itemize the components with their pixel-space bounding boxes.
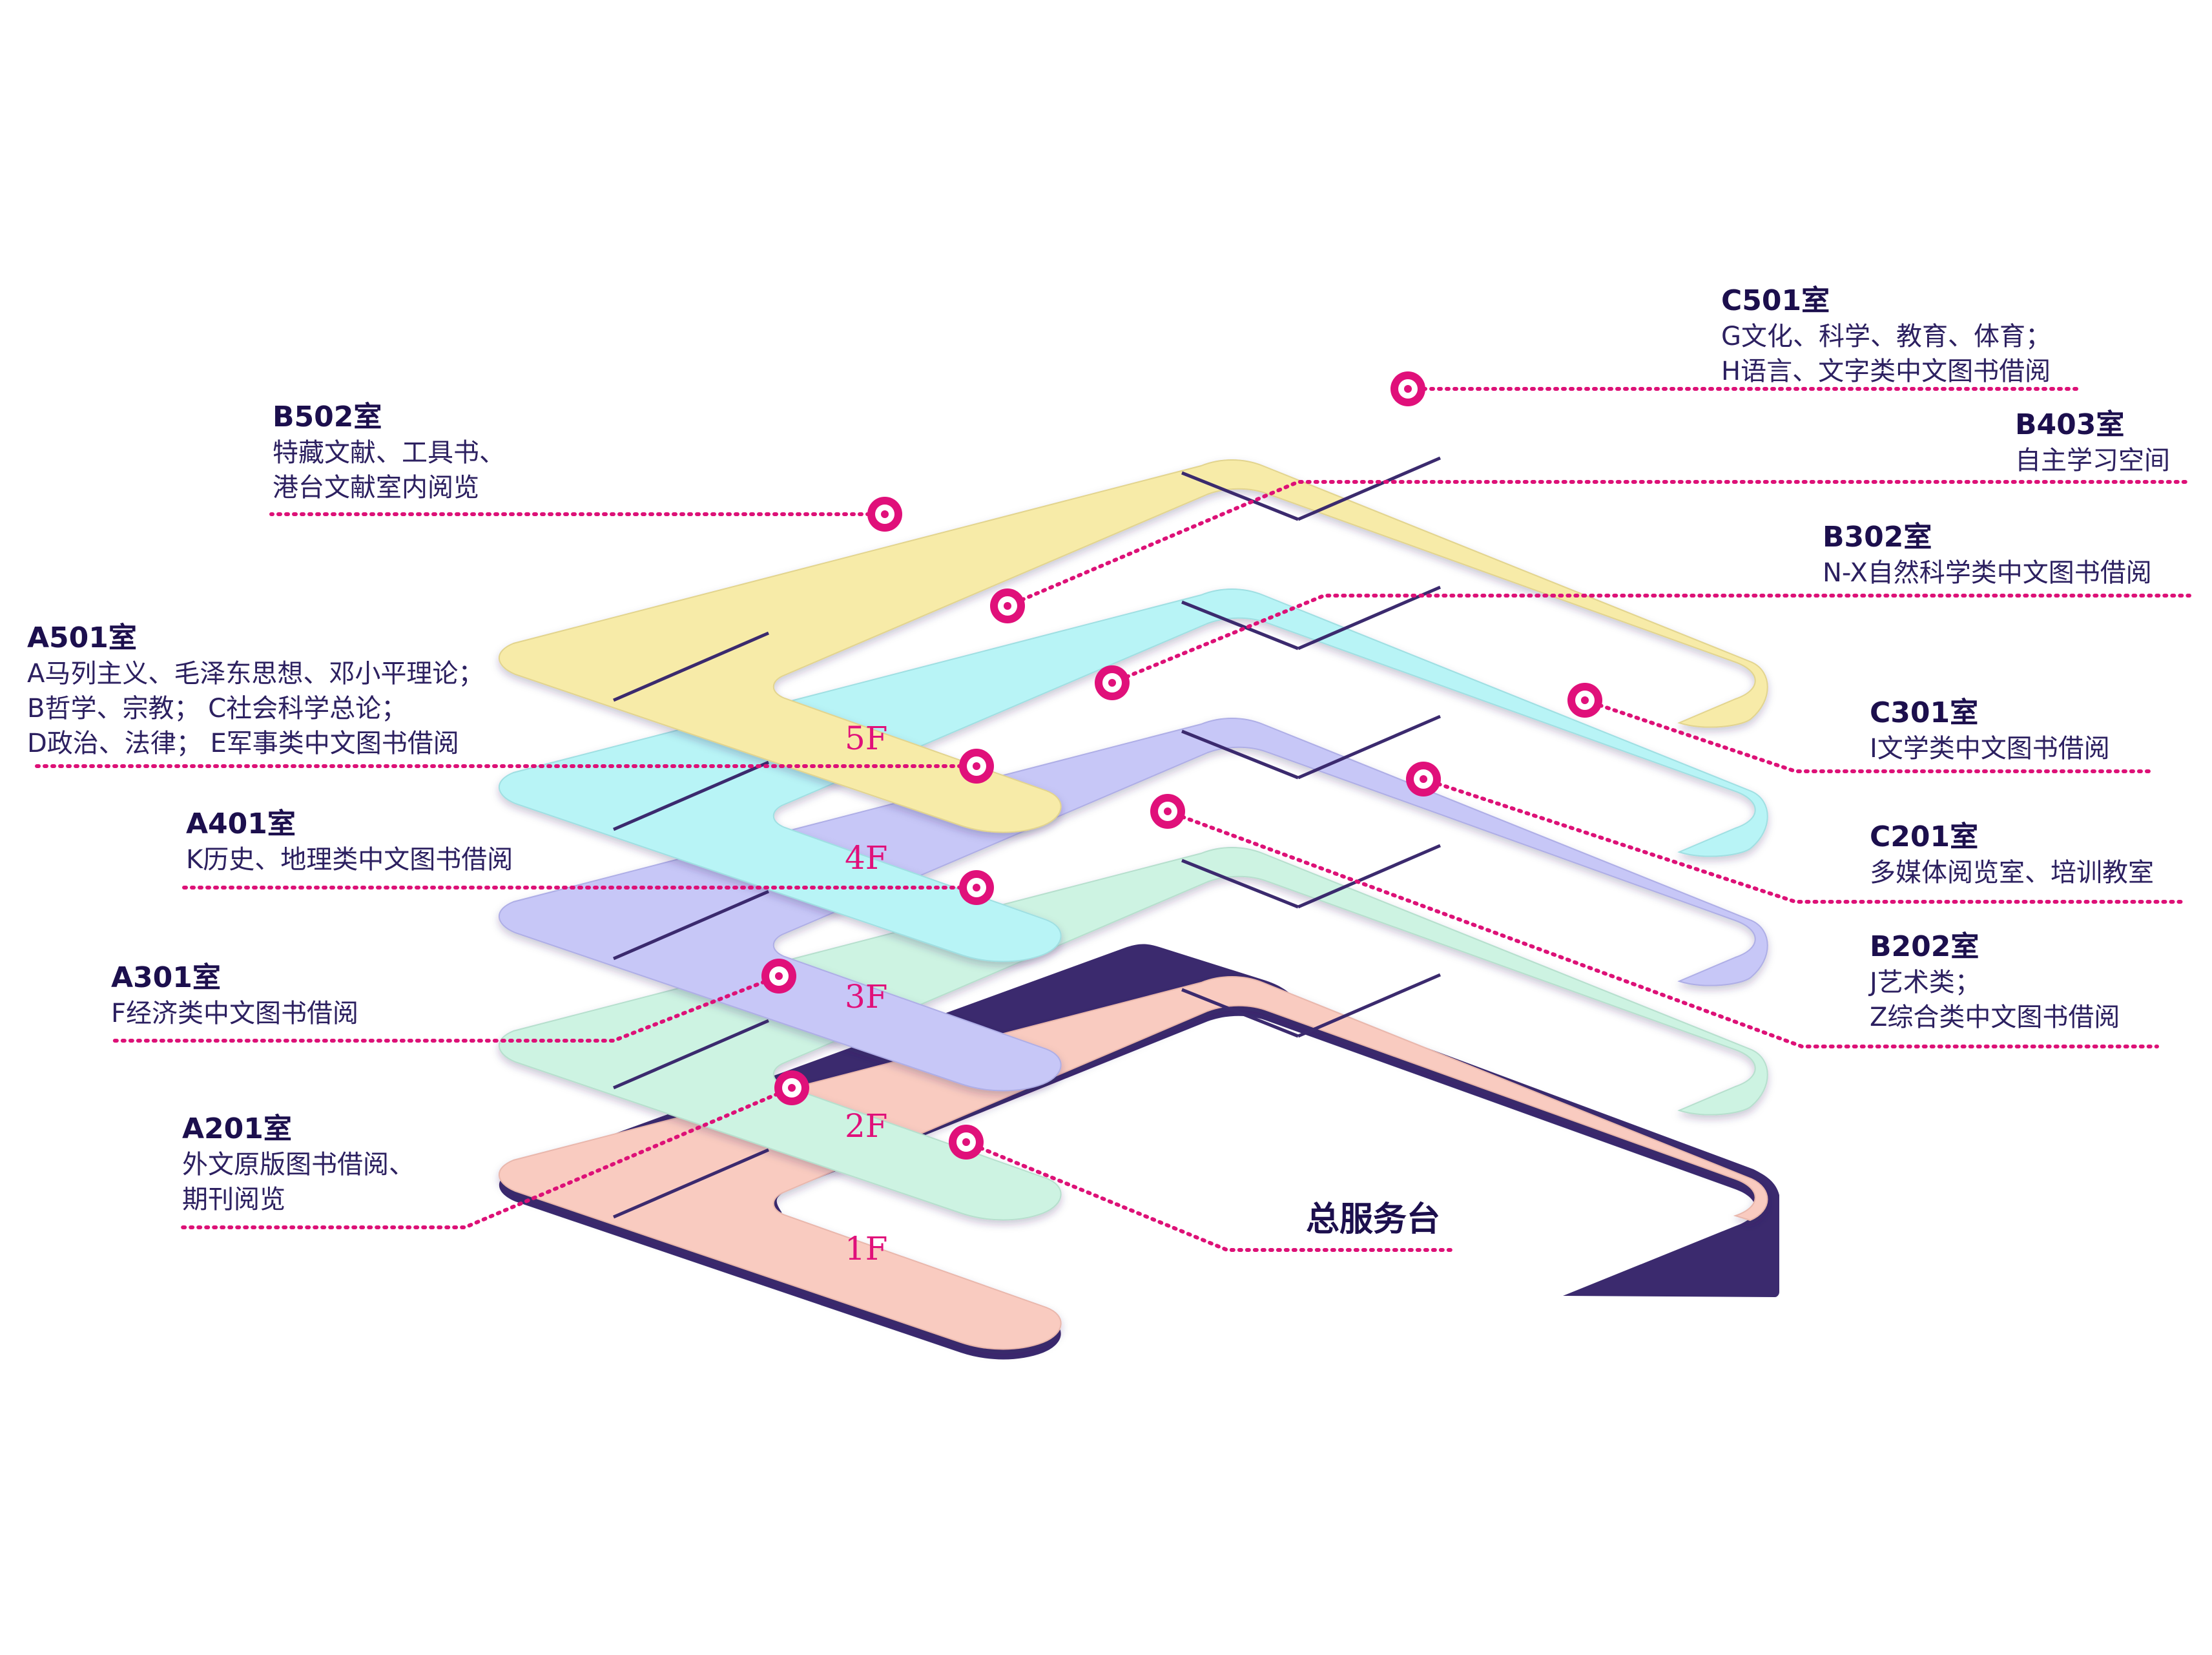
label-a401: A401室 K历史、地理类中文图书借阅 xyxy=(186,807,513,875)
floor-5f-slab xyxy=(498,459,1768,833)
marker-a301[interactable] xyxy=(761,959,796,994)
room-title-a301: A301室 xyxy=(111,961,221,994)
room-desc-b202-line1: J艺术类； xyxy=(1868,968,1981,997)
room-desc-b502-line2: 港台文献室内阅览 xyxy=(273,473,479,503)
room-desc-b403-line1: 自主学习空间 xyxy=(2015,446,2170,475)
leader-b403 xyxy=(1006,480,2191,608)
floor-4f xyxy=(498,585,1768,963)
label-b403: B403室 自主学习空间 xyxy=(2015,408,2170,475)
label-c501: C501室 G文化、科学、教育、体育； H语言、文字类中文图书借阅 xyxy=(1721,284,2051,386)
leader-b202 xyxy=(1166,809,2159,1048)
room-title-c201: C201室 xyxy=(1870,820,1978,853)
marker-b202[interactable] xyxy=(1150,794,1185,829)
room-desc-c501-line2: H语言、文字类中文图书借阅 xyxy=(1721,357,2051,386)
floor-label-5f: 5F xyxy=(845,720,888,757)
marker-b302[interactable] xyxy=(1095,665,1130,700)
floor-5f xyxy=(498,456,1768,833)
leader-service-desk xyxy=(964,1140,1455,1252)
label-a301: A301室 F经济类中文图书借阅 xyxy=(111,961,358,1028)
room-title-c301: C301室 xyxy=(1870,696,1978,729)
floor-3f xyxy=(498,714,1768,1092)
room-desc-a301-line1: F经济类中文图书借阅 xyxy=(111,999,358,1028)
room-desc-a401-line1: K历史、地理类中文图书借阅 xyxy=(186,845,513,875)
floor-label-3f: 3F xyxy=(845,978,888,1015)
markers xyxy=(761,371,1602,1160)
room-labels: C501室 G文化、科学、教育、体育； H语言、文字类中文图书借阅 B502室 … xyxy=(27,284,2170,1239)
leader-c301 xyxy=(1583,698,2153,773)
marker-a501[interactable] xyxy=(959,749,994,784)
room-desc-a501-line1: A马列主义、毛泽东思想、邓小平理论； xyxy=(27,659,484,689)
marker-a201[interactable] xyxy=(774,1070,809,1105)
room-desc-c301-line1: I文学类中文图书借阅 xyxy=(1870,734,2110,764)
room-desc-c201-line1: 多媒体阅览室、培训教室 xyxy=(1870,858,2154,888)
marker-c301[interactable] xyxy=(1567,683,1602,718)
floor-2f-slab xyxy=(498,847,1768,1221)
label-b502: B502室 特藏文献、工具书、 港台文献室内阅览 xyxy=(273,401,505,503)
room-desc-b502-line1: 特藏文献、工具书、 xyxy=(273,438,505,468)
label-a501: A501室 A马列主义、毛泽东思想、邓小平理论； B哲学、宗教； C社会科学总论… xyxy=(27,621,484,758)
floor-1f xyxy=(498,944,1779,1360)
floor-3f-slab xyxy=(498,718,1768,1092)
marker-b403[interactable] xyxy=(990,588,1025,623)
room-title-a201: A201室 xyxy=(182,1112,292,1145)
room-title-b302: B302室 xyxy=(1823,521,1932,554)
room-title-b202: B202室 xyxy=(1870,930,1979,963)
floor-label-2f: 2F xyxy=(845,1107,888,1145)
label-c301: C301室 I文学类中文图书借阅 xyxy=(1870,696,2110,764)
floor-4f-slab xyxy=(498,588,1768,963)
leader-c201 xyxy=(1421,777,2185,904)
room-desc-b302-line1: N-X自然科学类中文图书借阅 xyxy=(1823,558,2152,588)
room-title-a501: A501室 xyxy=(27,621,137,654)
service-desk-label: 总服务台 xyxy=(1306,1200,1440,1239)
leader-lines xyxy=(30,387,2191,1252)
marker-service-desk[interactable] xyxy=(949,1125,984,1160)
label-b202: B202室 J艺术类； Z综合类中文图书借阅 xyxy=(1868,930,2120,1032)
floor-stack xyxy=(498,456,1779,1360)
label-b302: B302室 N-X自然科学类中文图书借阅 xyxy=(1823,521,2152,588)
label-a201: A201室 外文原版图书借阅、 期刊阅览 xyxy=(182,1112,415,1214)
leader-b302 xyxy=(1110,594,2191,685)
marker-c501[interactable] xyxy=(1390,371,1425,406)
room-desc-a201-line1: 外文原版图书借阅、 xyxy=(182,1150,415,1180)
room-desc-b202-line2: Z综合类中文图书借阅 xyxy=(1870,1003,2120,1032)
marker-a401[interactable] xyxy=(959,870,994,905)
marker-c201[interactable] xyxy=(1406,762,1441,796)
room-desc-a501-line2: B哲学、宗教； C社会科学总论； xyxy=(27,694,407,723)
room-desc-c501-line1: G文化、科学、教育、体育； xyxy=(1721,322,2051,351)
floor-2f xyxy=(498,844,1768,1221)
room-title-c501: C501室 xyxy=(1721,284,1830,317)
marker-b502[interactable] xyxy=(867,497,902,532)
label-c201: C201室 多媒体阅览室、培训教室 xyxy=(1870,820,2154,888)
room-title-b403: B403室 xyxy=(2015,408,2124,441)
room-title-a401: A401室 xyxy=(186,807,296,840)
room-desc-a501-line3: D政治、法律； E军事类中文图书借阅 xyxy=(27,729,459,758)
floor-1f-slab xyxy=(498,976,1768,1350)
room-title-b502: B502室 xyxy=(273,401,382,433)
floor-label-1f: 1F xyxy=(845,1230,888,1267)
room-desc-a201-line2: 期刊阅览 xyxy=(182,1185,285,1214)
floor-label-4f: 4F xyxy=(845,839,888,877)
leader-a201 xyxy=(179,1086,794,1229)
leader-a301 xyxy=(108,974,781,1043)
